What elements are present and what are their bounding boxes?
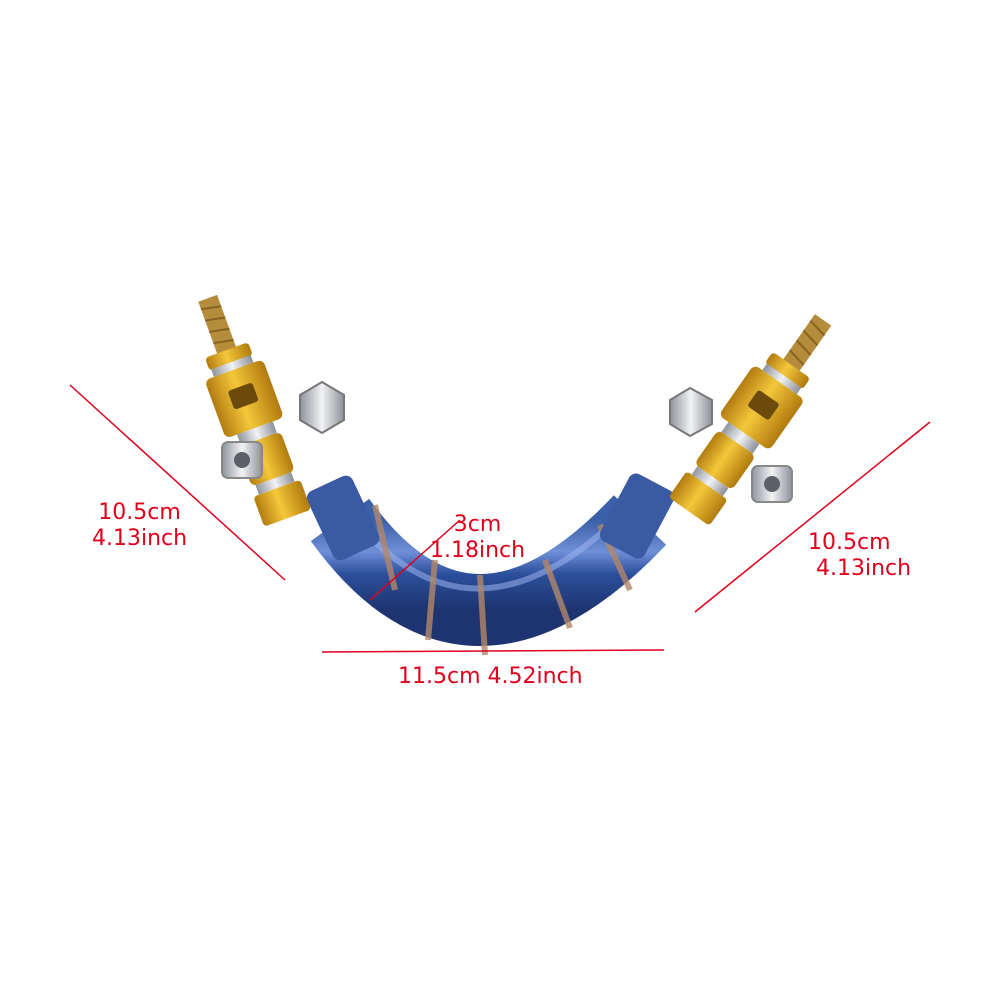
left-dimension-line <box>69 384 286 581</box>
left-mount-assembly <box>198 294 311 526</box>
right-length-label: 10.5cm 4.13inch <box>808 530 911 582</box>
width-dimension-line <box>321 649 665 653</box>
diameter-cm: 3cm <box>453 512 502 537</box>
left-bolt <box>221 380 345 479</box>
diameter-label: 3cm 1.18inch <box>430 512 525 564</box>
left-length-cm: 10.5cm <box>98 500 181 525</box>
dimension-lines <box>69 384 931 653</box>
left-length-label: 10.5cm 4.13inch <box>92 500 187 552</box>
right-length-inch: 4.13inch <box>816 556 912 581</box>
diameter-dimension-line <box>369 519 461 601</box>
right-bolt <box>669 386 793 503</box>
right-dimension-line <box>694 421 931 613</box>
width-label: 11.5cm 4.52inch <box>398 664 583 690</box>
left-length-inch: 4.13inch <box>92 526 188 551</box>
right-length-cm: 10.5cm <box>808 530 891 555</box>
right-mount-assembly <box>669 314 832 525</box>
diameter-inch: 1.18inch <box>430 538 526 563</box>
titanium-pipe <box>306 473 675 656</box>
width-text: 11.5cm 4.52inch <box>398 664 583 689</box>
